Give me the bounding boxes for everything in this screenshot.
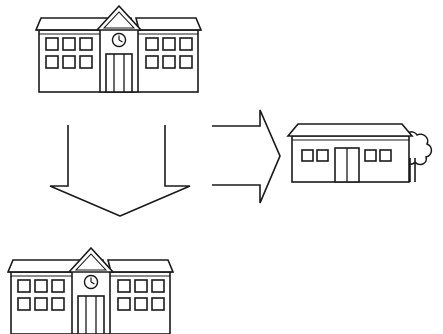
small-school-building bbox=[286, 123, 433, 183]
school-building-top bbox=[35, 5, 202, 93]
school-building-icon bbox=[35, 5, 202, 93]
right-arrow-icon bbox=[212, 109, 281, 204]
tree-icon bbox=[402, 131, 433, 182]
down-arrow-icon bbox=[49, 125, 191, 217]
school-building-bottom bbox=[7, 247, 174, 334]
school-building-icon bbox=[7, 247, 174, 334]
small-school-icon bbox=[286, 123, 433, 183]
